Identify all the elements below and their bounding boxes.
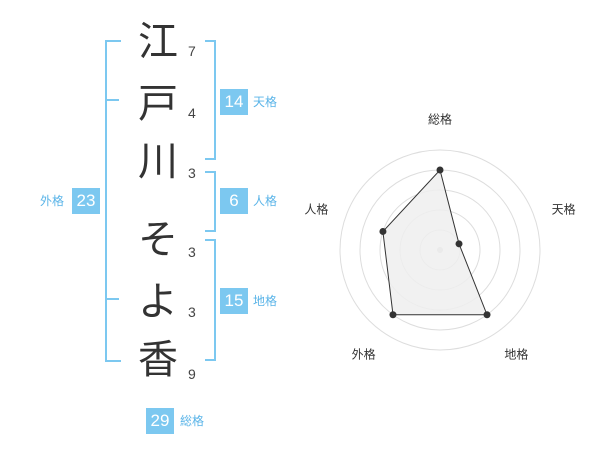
gaikaku-value-badge: 23 [72, 188, 100, 214]
tenkaku-value-badge: 14 [220, 89, 248, 115]
soukaku-value-badge: 29 [146, 408, 174, 434]
name-char-6: 香 [138, 337, 178, 383]
gaikaku-label: 外格 [40, 194, 65, 208]
chikaku-label: 地格 [253, 294, 278, 308]
gaikaku-bracket [105, 40, 121, 362]
name-char-5: よ [138, 279, 178, 325]
tenkaku-label: 天格 [253, 95, 278, 109]
jinkaku-bracket [205, 171, 216, 232]
name-char-2: 戸 [138, 81, 178, 127]
radar-axis-label-2: 天格 [552, 201, 576, 216]
gaikaku-tick-2 [105, 298, 119, 300]
stroke-count-3: 3 [188, 165, 196, 181]
tenkaku-bracket [205, 40, 216, 160]
stroke-count-4: 3 [188, 244, 196, 260]
stroke-count-6: 9 [188, 366, 196, 382]
radar-axis-label-1: 総格 [428, 112, 452, 127]
radar-point-5 [379, 227, 387, 235]
radar-axis-label-5: 人格 [304, 201, 328, 216]
jinkaku-value-badge: 6 [220, 188, 248, 214]
radar-axis-label-3: 地格 [504, 347, 528, 362]
radar-point-3 [483, 311, 491, 319]
radar-point-1 [436, 166, 444, 174]
stroke-count-2: 4 [188, 105, 196, 121]
radar-ring-5 [339, 149, 541, 351]
radar-area [382, 168, 488, 316]
soukaku-label: 総格 [180, 414, 205, 428]
name-char-3: 川 [138, 139, 178, 185]
jinkaku-label: 人格 [253, 194, 278, 208]
radar-points [379, 166, 491, 319]
radar-point-2 [455, 240, 463, 248]
radar-axis-label-4: 外格 [352, 347, 376, 362]
gaikaku-tick-1 [105, 99, 119, 101]
radar-point-4 [389, 311, 397, 319]
name-char-1: 江 [138, 19, 178, 65]
chikaku-bracket [205, 239, 216, 361]
stroke-count-1: 7 [188, 43, 196, 59]
chikaku-value-badge: 15 [220, 288, 248, 314]
stroke-count-5: 3 [188, 304, 196, 320]
name-char-4: そ [138, 217, 178, 263]
